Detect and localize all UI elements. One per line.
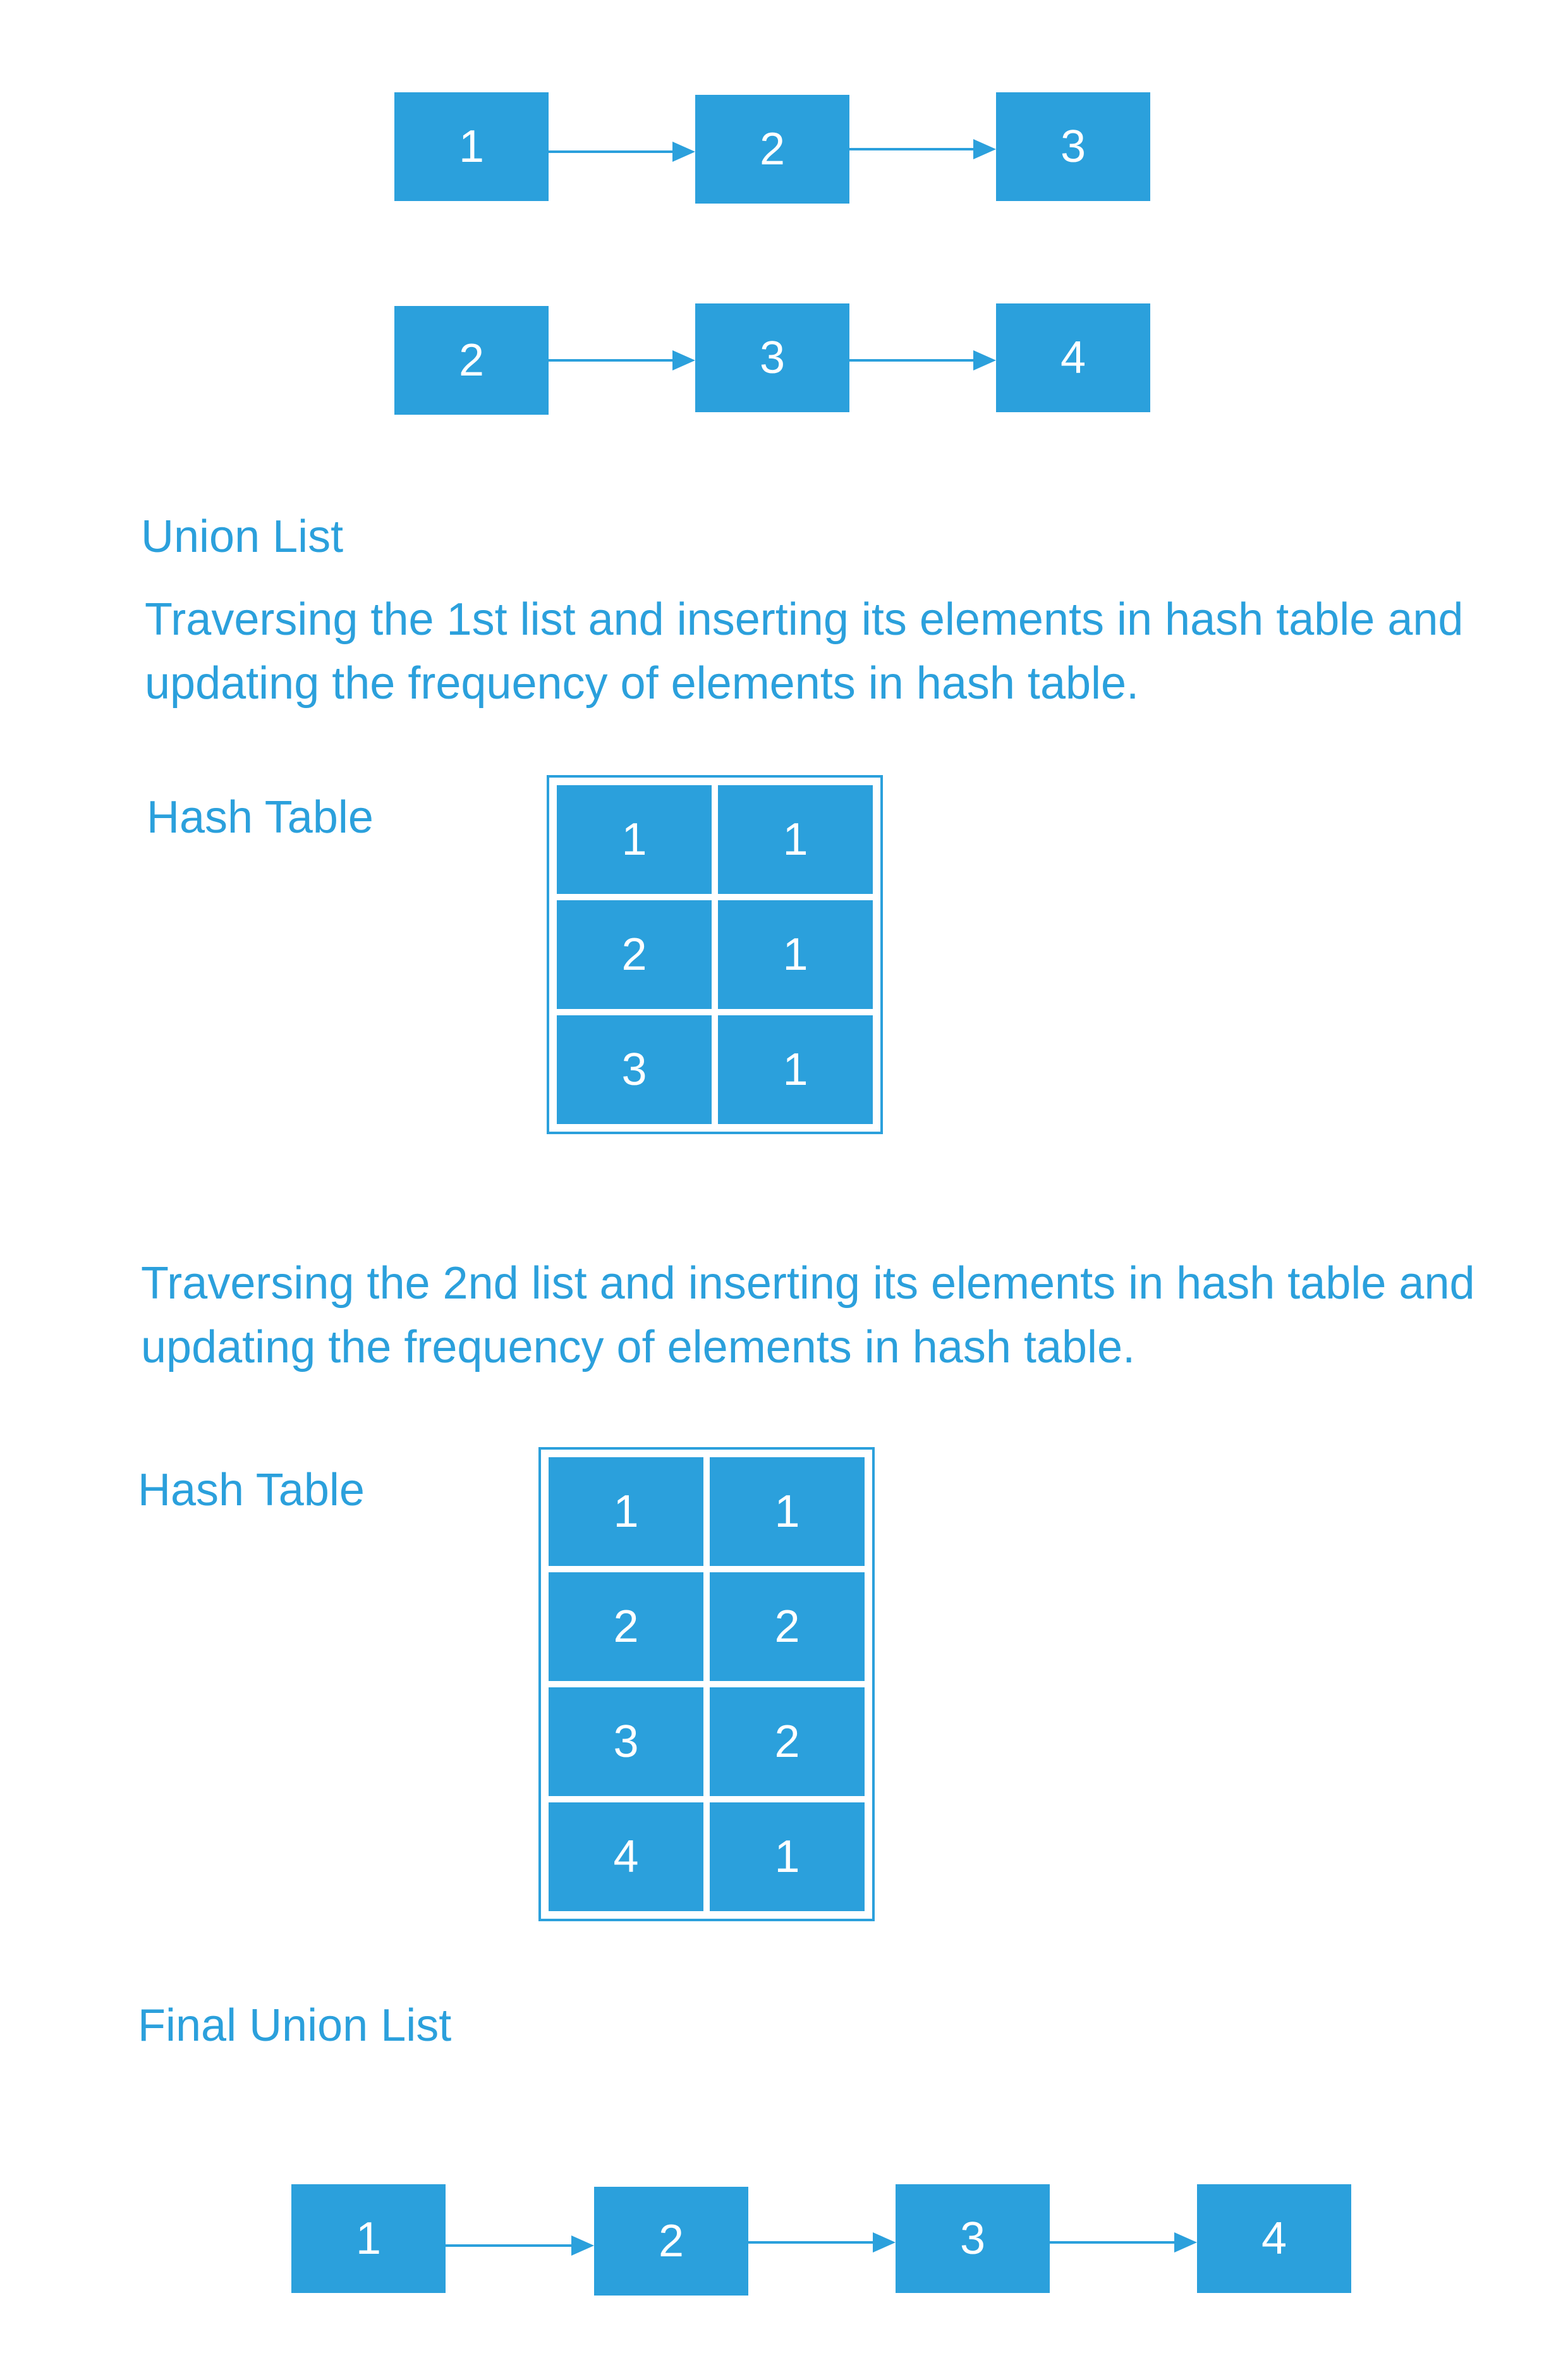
- list2-arrow-2: [849, 350, 996, 370]
- hash-table-1-label: Hash Table: [147, 792, 374, 843]
- final-arrow-3: [1050, 2232, 1197, 2253]
- hash1-key-cell: 2: [557, 900, 712, 1009]
- list2-arrow-1: [549, 350, 695, 370]
- list1-node-2: 2: [695, 95, 849, 204]
- list2-node-2: 3: [695, 303, 849, 412]
- final-node-4: 4: [1197, 2184, 1351, 2293]
- hash-table-2: 1 1 2 2 3 2 4 1: [538, 1447, 875, 1921]
- hash2-count-cell: 1: [710, 1802, 865, 1911]
- final-node-1: 1: [291, 2184, 446, 2293]
- hash2-key-cell: 2: [549, 1572, 703, 1681]
- step2-line-1: Traversing the 2nd list and inserting it…: [141, 1258, 1475, 1309]
- arrowhead-icon: [973, 350, 996, 370]
- list1-arrow-2: [849, 139, 996, 159]
- step1-line-2: updating the frequency of elements in ha…: [145, 658, 1140, 709]
- list2-node-1: 2: [394, 306, 549, 415]
- final-arrow-1: [446, 2235, 594, 2256]
- step2-description: Traversing the 2nd list and inserting it…: [141, 1252, 1568, 1379]
- arrowhead-icon: [1174, 2232, 1197, 2253]
- hash1-count-cell: 1: [718, 785, 873, 894]
- step1-line-1: Traversing the 1st list and inserting it…: [145, 594, 1464, 645]
- list1-node-3: 3: [996, 92, 1150, 201]
- arrowhead-icon: [672, 142, 695, 162]
- hash1-key-cell: 3: [557, 1015, 712, 1124]
- step2-line-2: updating the frequency of elements in ha…: [141, 1322, 1136, 1373]
- step1-description: Traversing the 1st list and inserting it…: [145, 588, 1568, 716]
- arrowhead-icon: [873, 2232, 896, 2253]
- hash2-count-cell: 2: [710, 1572, 865, 1681]
- final-arrow-2: [748, 2232, 896, 2253]
- arrowhead-icon: [973, 139, 996, 159]
- final-union-list-title: Final Union List: [138, 2000, 452, 2051]
- hash2-count-cell: 1: [710, 1457, 865, 1566]
- final-node-2: 2: [594, 2187, 748, 2296]
- hash2-count-cell: 2: [710, 1687, 865, 1796]
- list2-node-3: 4: [996, 303, 1150, 412]
- hash1-key-cell: 1: [557, 785, 712, 894]
- hash2-key-cell: 3: [549, 1687, 703, 1796]
- final-node-3: 3: [896, 2184, 1050, 2293]
- union-list-title: Union List: [141, 511, 344, 562]
- hash-table-2-label: Hash Table: [138, 1465, 365, 1515]
- list1-arrow-1: [549, 142, 695, 162]
- arrowhead-icon: [571, 2235, 594, 2256]
- hash1-count-cell: 1: [718, 1015, 873, 1124]
- arrowhead-icon: [672, 350, 695, 370]
- list1-node-1: 1: [394, 92, 549, 201]
- hash1-count-cell: 1: [718, 900, 873, 1009]
- hash-table-1: 1 1 2 1 3 1: [547, 775, 883, 1134]
- hash2-key-cell: 4: [549, 1802, 703, 1911]
- hash2-key-cell: 1: [549, 1457, 703, 1566]
